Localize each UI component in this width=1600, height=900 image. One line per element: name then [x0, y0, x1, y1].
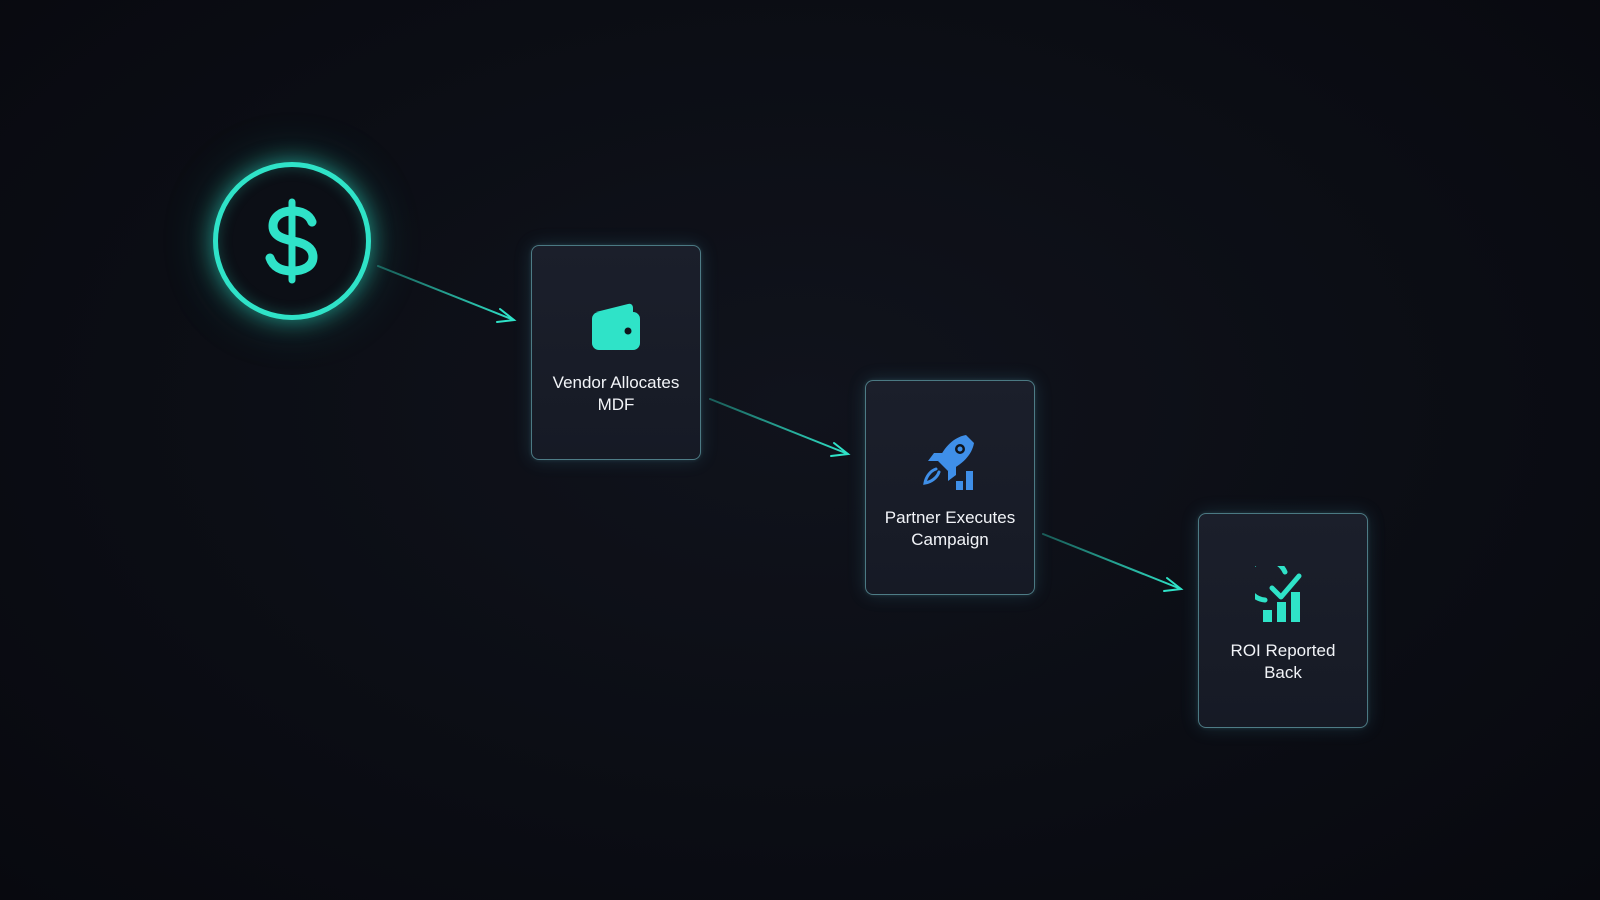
arrow-1: [377, 265, 517, 323]
step-card-partner: Partner Executes Campaign: [865, 380, 1035, 595]
check-chart-icon: [1255, 564, 1311, 626]
wallet-icon: [588, 296, 644, 358]
step-label: Vendor Allocates MDF: [552, 373, 680, 414]
step-card-roi: ROI Reported Back: [1198, 513, 1368, 728]
step-card-vendor: Vendor Allocates MDF: [531, 245, 701, 460]
arrow-2: [709, 398, 851, 457]
dollar-coin: [213, 162, 371, 320]
step-label: Partner Executes Campaign: [884, 508, 1016, 549]
arrow-3: [1042, 533, 1184, 592]
rocket-chart-icon: [920, 431, 980, 493]
step-label: ROI Reported Back: [1230, 641, 1336, 682]
dollar-icon: [265, 198, 318, 284]
